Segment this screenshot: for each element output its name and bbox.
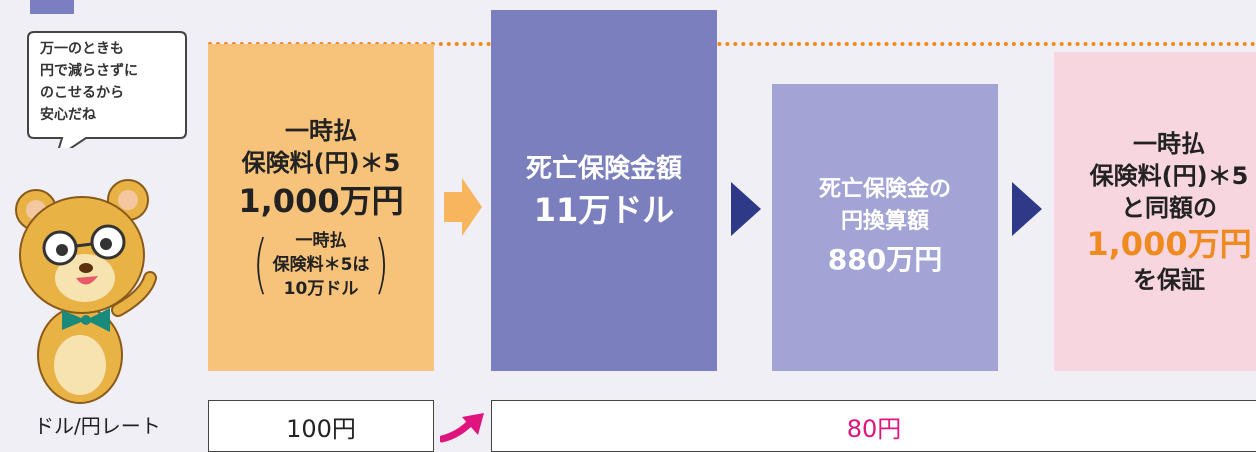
death-benefit-amount: 11万ドル — [533, 190, 675, 229]
guarantee-level-line — [208, 42, 1256, 46]
speech-bubble-text: 万一のときも 円で減らさずに のこせるから 安心だね — [40, 41, 138, 123]
corner-tab — [30, 0, 74, 14]
guarantee-amount: 1,000万円 — [1086, 224, 1252, 263]
premium-note-line3: 10万ドル — [283, 278, 359, 299]
paren-close: ) — [374, 227, 390, 302]
death-benefit-label: 死亡保険金額 — [525, 153, 682, 184]
speech-bubble — [27, 31, 187, 148]
orange-arrow-icon — [444, 178, 482, 236]
death-benefit-box: 死亡保険金額 11万ドル — [491, 10, 717, 371]
yen-converted-line1: 死亡保険金の — [818, 176, 951, 202]
rate-change-arrow-icon — [440, 413, 484, 443]
premium-amount: 1,000万円 — [238, 181, 404, 220]
paren-open: ( — [252, 227, 268, 302]
guarantee-box: 一時払 保険料(円)＊5 と同額の 1,000万円 を保証 — [1054, 52, 1256, 371]
navy-arrow-icon — [1012, 182, 1042, 236]
guarantee-line1: 一時払 — [1133, 129, 1205, 158]
yen-converted-box: 死亡保険金の 円換算額 880万円 — [772, 84, 998, 371]
rate-later: 80円 — [491, 400, 1256, 452]
premium-note-line1: 一時払 — [295, 230, 347, 251]
premium-note: ( 一時払 保険料＊5は 10万ドル ) — [248, 229, 395, 301]
yen-converted-line2: 円換算額 — [840, 208, 929, 234]
premium-box: 一時払 保険料(円)＊5 1,000万円 ( 一時払 保険料＊5は 10万ドル … — [208, 44, 434, 371]
rate-initial: 100円 — [208, 400, 434, 452]
yen-converted-amount: 880万円 — [827, 242, 943, 276]
navy-arrow-icon — [731, 182, 761, 236]
guarantee-line2: 保険料(円)＊5 — [1089, 161, 1249, 190]
guarantee-line3: と同額の — [1121, 193, 1217, 222]
premium-line2: 保険料(円)＊5 — [241, 148, 401, 177]
premium-line1: 一時払 — [285, 116, 357, 145]
rate-label: ドル/円レート — [34, 414, 161, 438]
guarantee-line4: を保証 — [1133, 265, 1205, 294]
bear-mascot-icon — [15, 179, 157, 404]
premium-note-line2: 保険料＊5は — [272, 254, 370, 275]
